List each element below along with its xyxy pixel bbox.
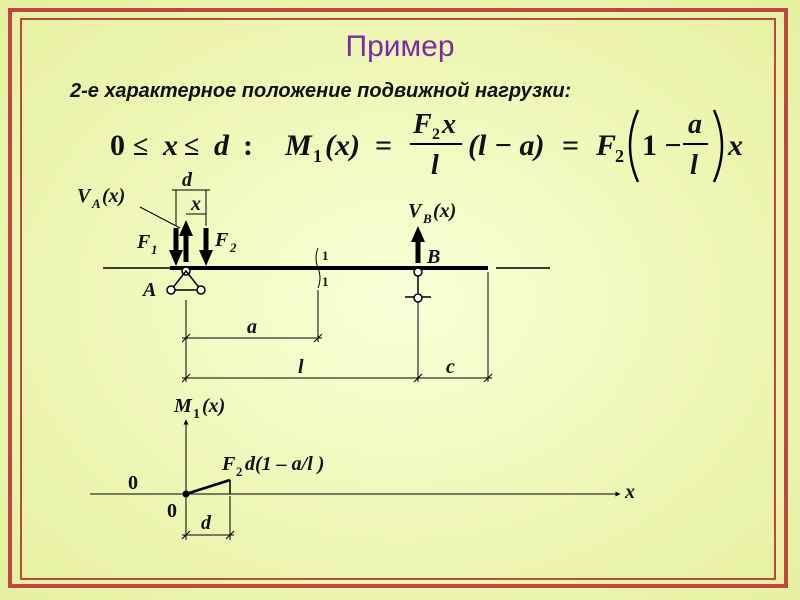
moment-graph: M 1 (x) x 0 0 F 2 d(1 – a/l ) d bbox=[90, 395, 635, 540]
x-label: x bbox=[190, 193, 201, 215]
range-colon: : bbox=[243, 129, 253, 162]
graph-axis-title-argument: (x) bbox=[202, 395, 225, 417]
moment-symbol: M bbox=[284, 129, 313, 162]
d-label: d bbox=[182, 169, 193, 191]
support-A bbox=[166, 266, 206, 295]
inner-fraction-numerator: a bbox=[688, 109, 702, 140]
fraction-numerator-x: x bbox=[441, 109, 456, 140]
VA-subscript: A bbox=[91, 196, 101, 211]
factor-F: F bbox=[595, 129, 616, 162]
F2-symbol: F bbox=[214, 229, 229, 251]
section-mark bbox=[315, 247, 321, 289]
graph-origin-zero: 0 bbox=[167, 500, 177, 522]
range-variable: x bbox=[162, 129, 178, 162]
fraction-numerator-subscript: 2 bbox=[432, 126, 440, 143]
range-upper: d bbox=[214, 129, 230, 162]
graph-x-axis-label: x bbox=[624, 481, 635, 503]
slide-frame-outer bbox=[8, 8, 788, 588]
moment-value-expression: d(1 – a/l ) bbox=[245, 453, 324, 475]
reaction-VB-head bbox=[411, 226, 425, 242]
graph-dim-label-d: d bbox=[201, 512, 212, 534]
F1-symbol: F bbox=[136, 231, 151, 253]
moment-subscript: 1 bbox=[313, 146, 322, 166]
graph-left-zero: 0 bbox=[128, 472, 138, 494]
beam-scheme: A B 1 1 V A (x) F 1 F 2 d bbox=[77, 169, 550, 383]
F1-subscript: 1 bbox=[151, 242, 158, 257]
section-label-bottom: 1 bbox=[322, 274, 329, 289]
factor-subscript: 2 bbox=[615, 146, 624, 166]
VB-subscript: B bbox=[422, 211, 432, 226]
slide-subtitle: 2-е характерное положение подвижной нагр… bbox=[70, 80, 572, 102]
VA-argument: (x) bbox=[102, 185, 125, 207]
paren-term: (l − a) bbox=[468, 129, 545, 162]
moment-value-F: F bbox=[221, 453, 236, 475]
range-lower: 0 bbox=[110, 129, 125, 162]
support-B bbox=[405, 267, 431, 303]
VA-symbol: V bbox=[77, 185, 92, 207]
slide-frame-inner bbox=[20, 18, 776, 580]
F2-subscript: 2 bbox=[229, 240, 237, 255]
section-label-top: 1 bbox=[322, 248, 329, 263]
fraction-denominator: l bbox=[431, 150, 439, 181]
moment-argument: (x) bbox=[325, 129, 360, 162]
dim-label-c: c bbox=[446, 356, 455, 378]
support-A-label: A bbox=[141, 279, 156, 301]
force-F1-head bbox=[169, 250, 183, 266]
VB-argument: (x) bbox=[433, 200, 456, 222]
moment-formula: M 1 (x) = F 2 x l (l − a) = F 2 1 − a l … bbox=[284, 109, 743, 183]
inner-fraction-denominator: l bbox=[690, 150, 698, 181]
tail-x: x bbox=[727, 129, 743, 162]
bracket-one-minus: 1 − bbox=[642, 129, 682, 162]
equals-sign-1: = bbox=[375, 129, 392, 162]
support-B-label: B bbox=[426, 246, 440, 268]
range-formula: 0 ≤ x ≤ d : bbox=[110, 129, 253, 162]
moment-value-subscript: 2 bbox=[236, 464, 243, 479]
graph-axis-title-subscript: 1 bbox=[193, 407, 200, 422]
VB-symbol: V bbox=[408, 200, 423, 222]
big-paren-right bbox=[712, 109, 724, 183]
big-paren-left bbox=[628, 109, 640, 183]
graph-axis-title-symbol: M bbox=[173, 395, 193, 417]
force-F2-head bbox=[199, 250, 213, 266]
moment-line bbox=[185, 478, 231, 496]
le-sign-2: ≤ bbox=[184, 131, 199, 162]
reaction-VA-head bbox=[179, 220, 193, 236]
slide-title: Пример bbox=[345, 30, 455, 63]
equals-sign-2: = bbox=[562, 129, 579, 162]
le-sign-1: ≤ bbox=[133, 131, 148, 162]
VA-leader bbox=[139, 206, 181, 229]
dim-label-a: a bbox=[247, 316, 257, 338]
fraction-numerator-F: F bbox=[412, 109, 432, 140]
dim-label-l: l bbox=[298, 356, 304, 378]
